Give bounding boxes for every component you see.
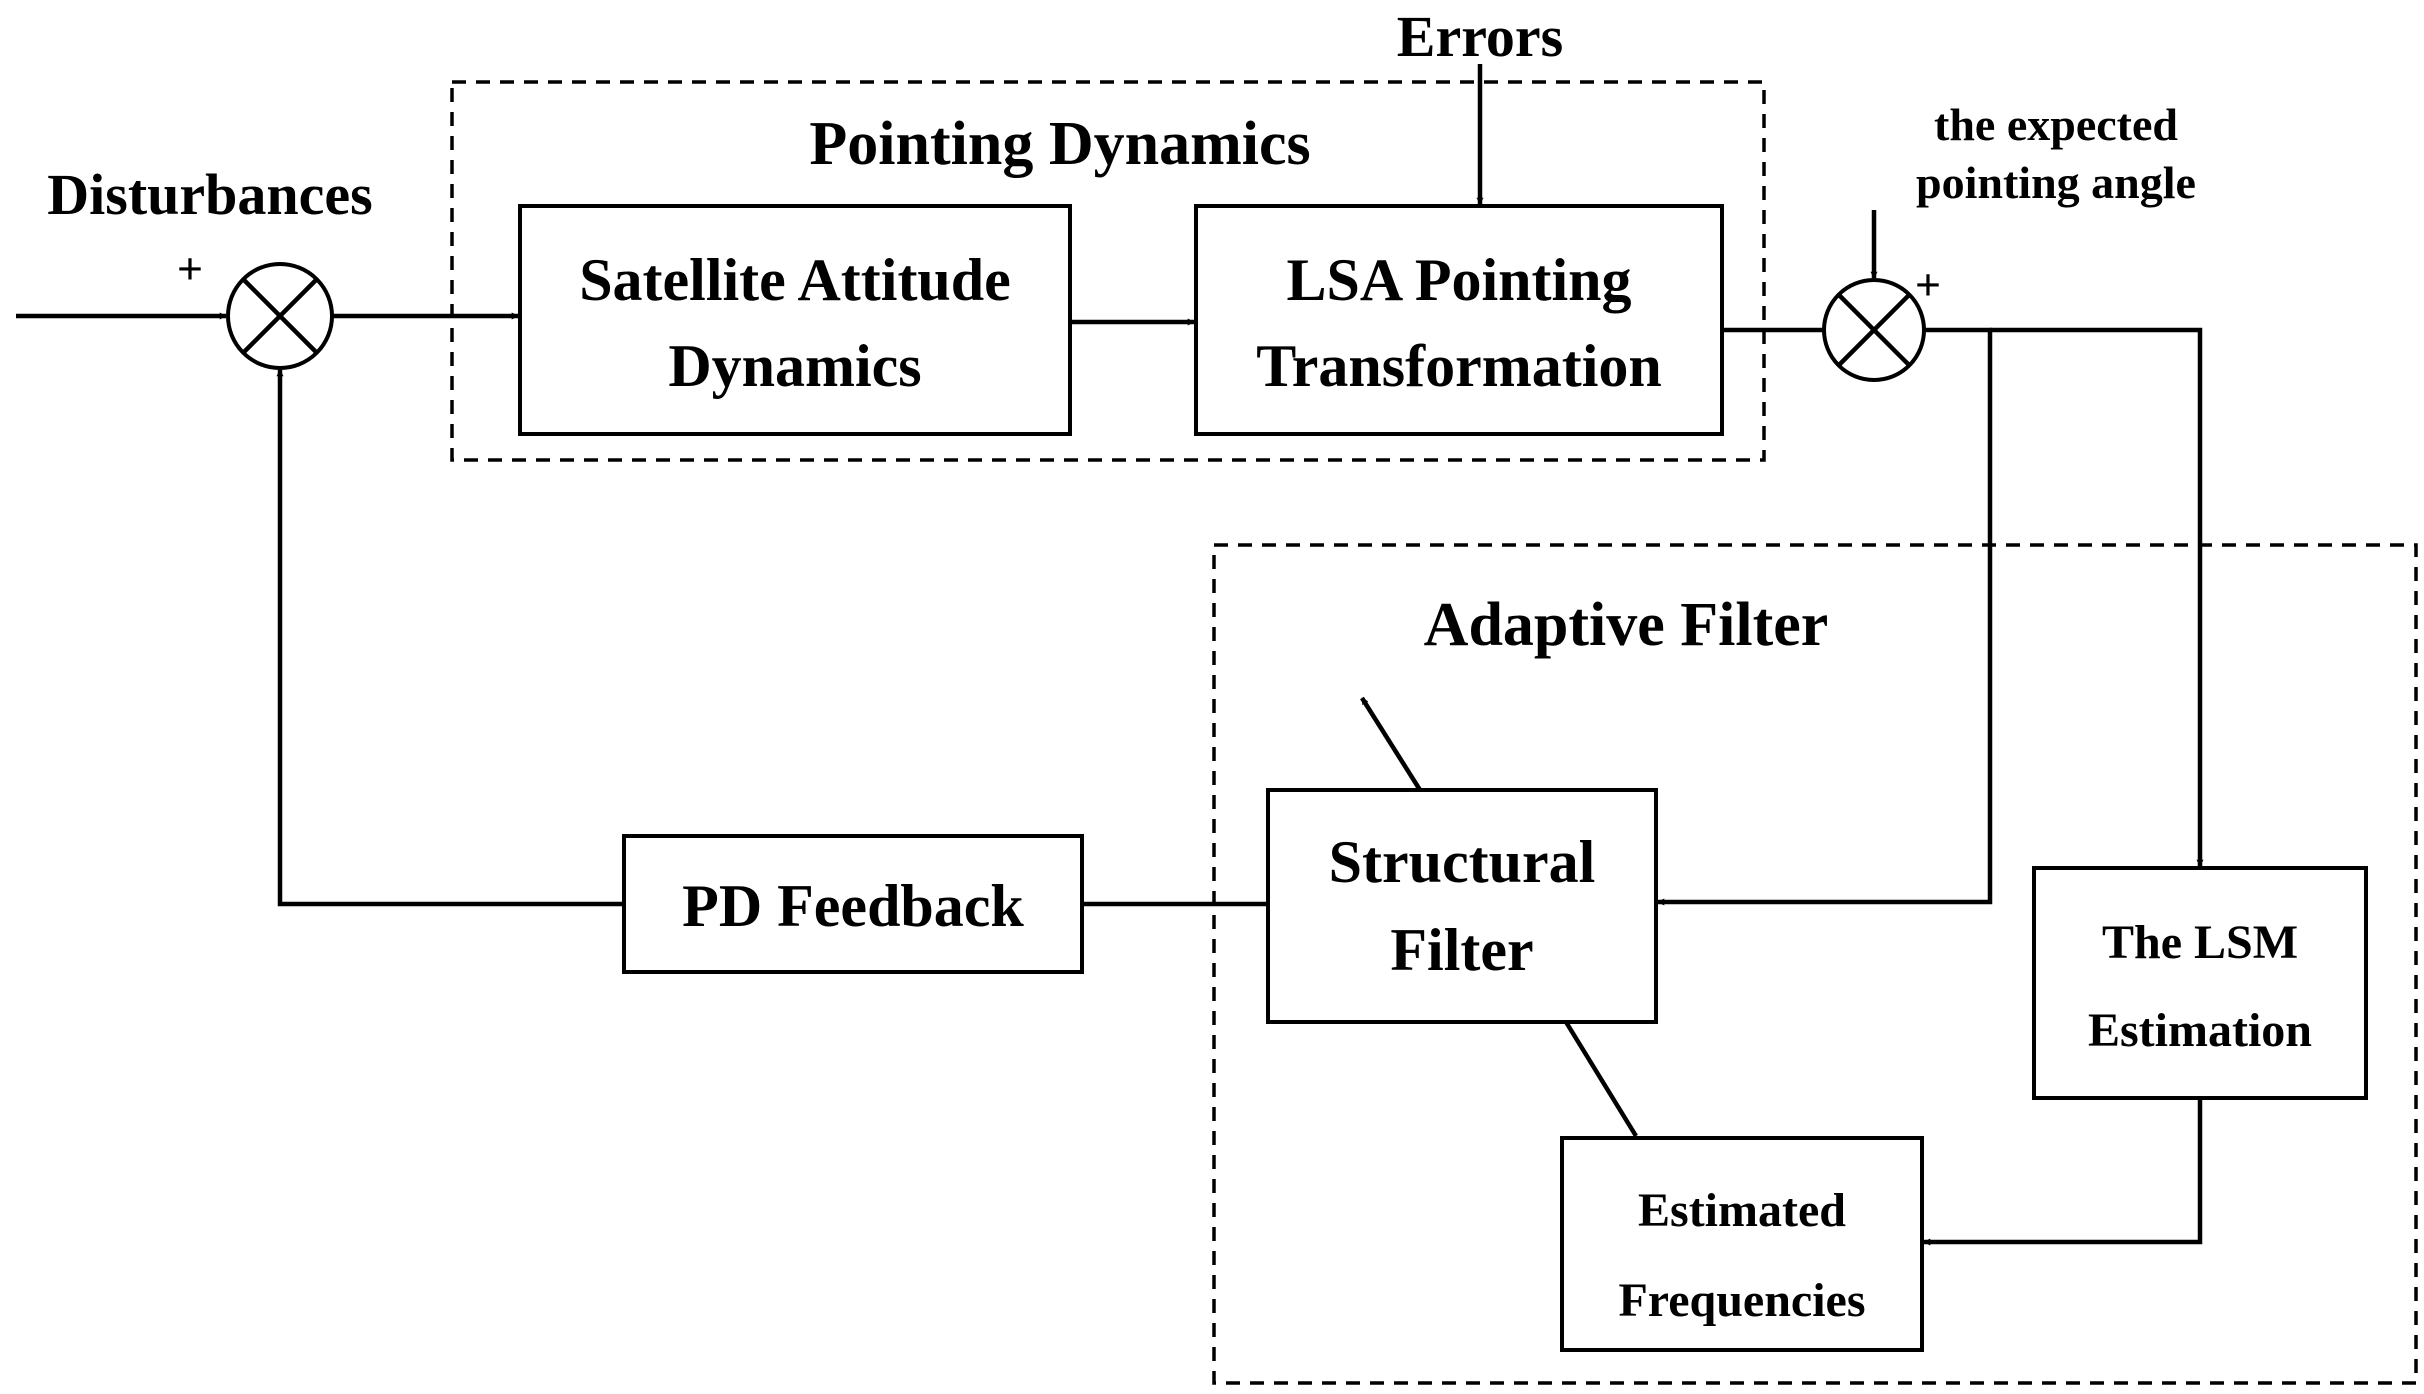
expected-angle-label-line2: pointing angle bbox=[1916, 157, 2196, 208]
sum-to-lsm-arrow bbox=[1990, 327, 2204, 867]
lsm-estimation-block: The LSM Estimation bbox=[2032, 866, 2368, 1100]
pd-feedback-block: PD Feedback bbox=[622, 834, 1084, 974]
pd-feedback-label: PD Feedback bbox=[682, 873, 1024, 939]
summing-junction-output bbox=[1822, 278, 1926, 382]
summing-junction-input bbox=[226, 262, 334, 370]
structural-filter-line1: Structural bbox=[1329, 829, 1596, 895]
sum2-plus-sign: + bbox=[1915, 259, 1941, 310]
pointing-dynamics-title: Pointing Dynamics bbox=[809, 110, 1310, 178]
structural-filter-line2: Filter bbox=[1390, 917, 1533, 983]
estimated-frequencies-line2: Frequencies bbox=[1618, 1274, 1865, 1327]
sum1-plus-sign: + bbox=[177, 243, 203, 294]
lsa-pointing-transformation-block: LSA Pointing Transformation bbox=[1194, 204, 1724, 436]
pointing-dynamics-group bbox=[450, 80, 1766, 462]
lsm-estimation-line2: Estimation bbox=[2088, 1004, 2312, 1057]
lsm-to-frequencies-arrow bbox=[1923, 1098, 2203, 1246]
adaptation-arrow bbox=[1360, 696, 1422, 792]
frequencies-to-filter-line bbox=[1564, 1020, 1638, 1138]
pd-feedback-loop-arrow bbox=[276, 369, 624, 907]
estimated-frequencies-line1: Estimated bbox=[1638, 1184, 1846, 1237]
satellite-attitude-dynamics-line1: Satellite Attitude bbox=[579, 247, 1011, 313]
satellite-attitude-dynamics-line2: Dynamics bbox=[668, 333, 921, 399]
adaptive-filter-group bbox=[1212, 543, 2418, 1385]
errors-label: Errors bbox=[1397, 4, 1563, 69]
lsa-pointing-transformation-line2: Transformation bbox=[1256, 333, 1662, 399]
estimated-frequencies-block: Estimated Frequencies bbox=[1560, 1136, 1924, 1352]
lsm-estimation-line1: The LSM bbox=[2102, 916, 2298, 969]
adaptive-filter-title: Adaptive Filter bbox=[1424, 591, 1829, 659]
sum-to-structural-filter-arrow bbox=[1657, 327, 1993, 906]
satellite-attitude-dynamics-block: Satellite Attitude Dynamics bbox=[518, 204, 1072, 436]
structural-filter-block: Structural Filter bbox=[1266, 788, 1658, 1024]
expected-angle-label-line1: the expected bbox=[1934, 99, 2178, 150]
disturbances-label: Disturbances bbox=[47, 162, 372, 227]
lsa-pointing-transformation-line1: LSA Pointing bbox=[1286, 247, 1631, 313]
